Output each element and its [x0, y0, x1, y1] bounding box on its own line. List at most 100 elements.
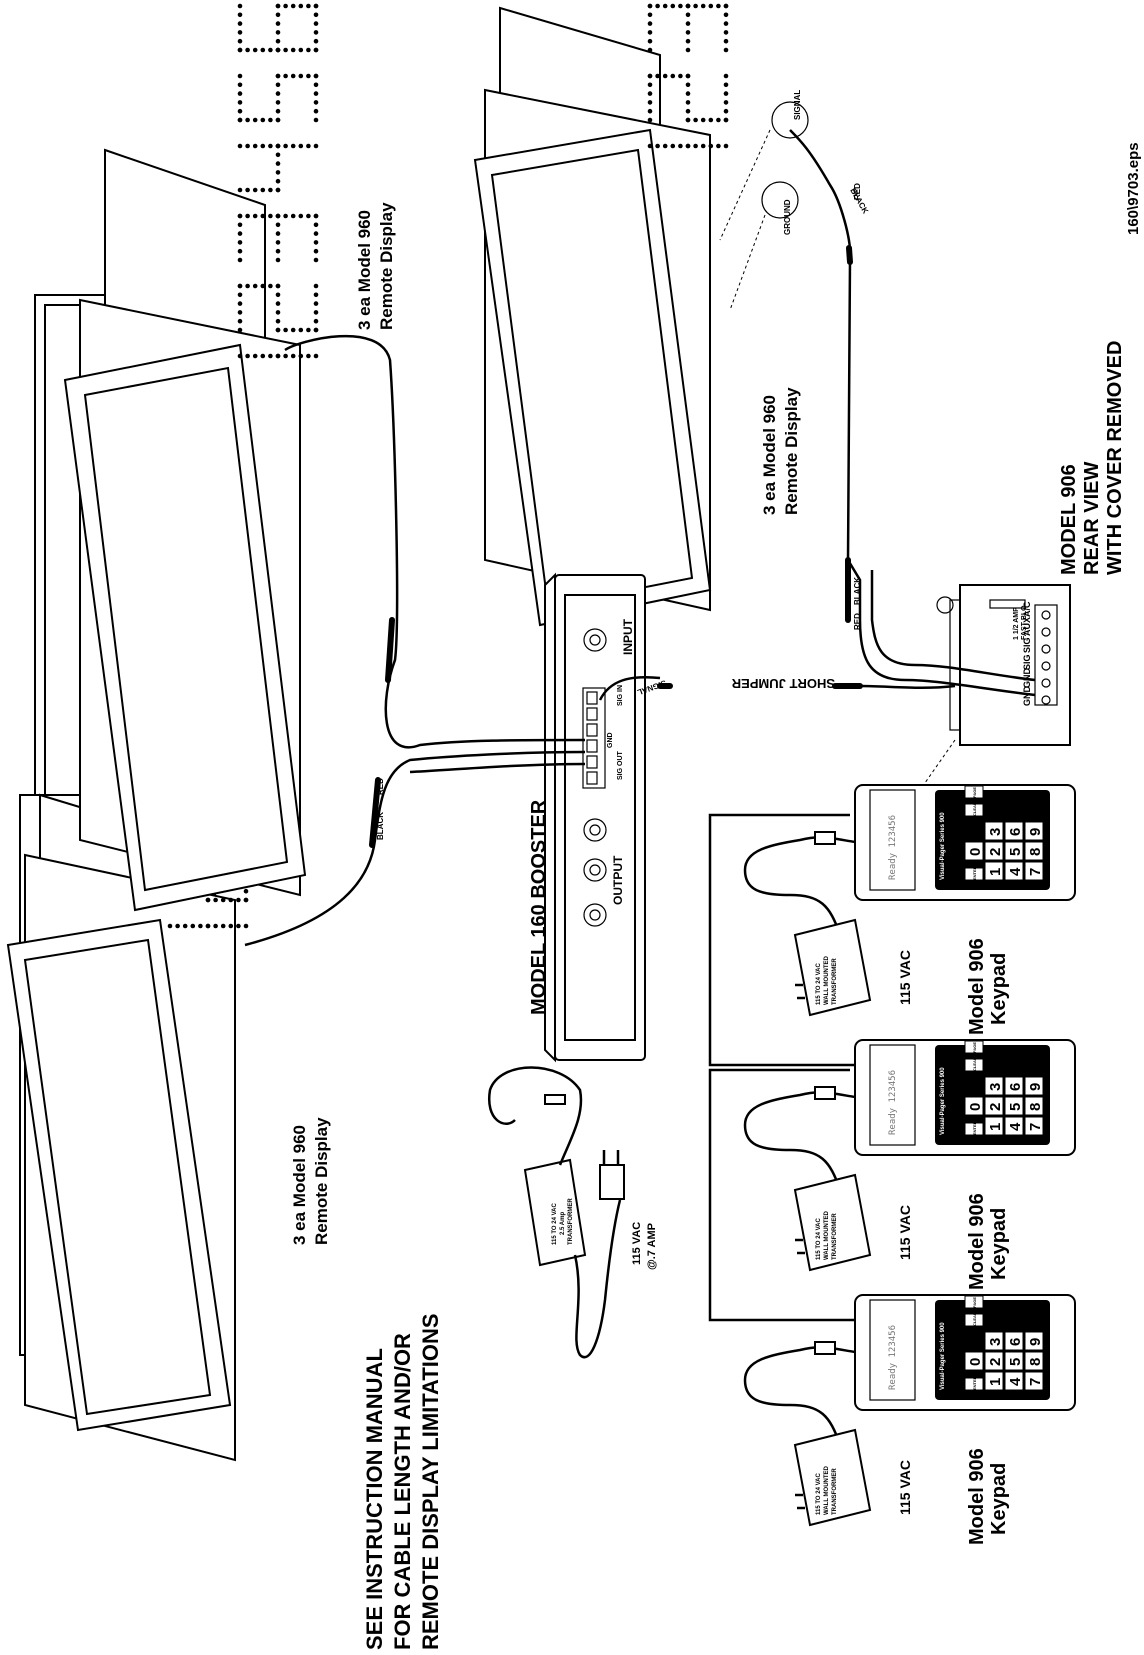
display-dot [678, 3, 683, 9]
output-jack-3[interactable] [583, 903, 607, 927]
display-dot [275, 240, 281, 245]
key-8[interactable] [1024, 1351, 1044, 1371]
key-enter[interactable] [964, 1377, 984, 1391]
display-digit-3 [237, 213, 319, 263]
display-dot [237, 117, 243, 123]
key-6[interactable] [1004, 821, 1024, 841]
key-label-9: 9 [1027, 1083, 1044, 1091]
display-dot [260, 143, 266, 149]
display-dot [290, 353, 296, 359]
display-dot [313, 292, 319, 298]
booster-terminal-strip[interactable] [582, 687, 606, 789]
display-dot [268, 117, 273, 123]
key-3[interactable] [984, 821, 1004, 841]
display-dot [685, 38, 691, 44]
display-dot [662, 143, 668, 149]
display-dot [298, 353, 304, 359]
display-dot [647, 38, 653, 44]
key-9[interactable] [1024, 821, 1044, 841]
key-2[interactable] [984, 1351, 1004, 1371]
keypad-brand: Visual-Pager Series 900 [940, 1322, 946, 1390]
display-dot [260, 117, 266, 123]
display-group-upper-left [63, 3, 319, 912]
display-dot [723, 47, 729, 53]
display-dot [662, 3, 668, 9]
display-dot [228, 897, 234, 903]
key-enter[interactable] [964, 1122, 984, 1136]
key-9[interactable] [1024, 1076, 1044, 1096]
output-jack-2[interactable] [583, 858, 607, 882]
key-page[interactable] [964, 785, 984, 799]
display-dot [245, 283, 250, 289]
display-dot [275, 327, 281, 333]
keypad-brand: Visual-Pager Series 900 [940, 812, 946, 880]
transformer-label-1: 115 TO 24 VAC [816, 1218, 822, 1260]
display-dot [275, 3, 281, 9]
key-label-1: 1 [987, 1123, 1004, 1131]
key-clear[interactable] [964, 1313, 984, 1327]
display-dot [198, 923, 203, 929]
key-8[interactable] [1024, 1096, 1044, 1116]
key-4[interactable] [1004, 1116, 1024, 1136]
key-3[interactable] [984, 1076, 1004, 1096]
display-dot [298, 47, 304, 53]
rear-terminal-block[interactable] [1034, 604, 1058, 706]
key-6[interactable] [1004, 1076, 1024, 1096]
display-dot [205, 923, 211, 929]
key-8[interactable] [1024, 841, 1044, 861]
display-digit-4 [237, 143, 319, 193]
input-jack[interactable] [583, 628, 607, 652]
key-5[interactable] [1004, 841, 1024, 861]
display-dot [290, 327, 296, 333]
key-clear[interactable] [964, 803, 984, 817]
key-7[interactable] [1024, 1371, 1044, 1391]
key-1[interactable] [984, 1371, 1004, 1391]
key-9[interactable] [1024, 1331, 1044, 1351]
display-dot [175, 923, 180, 929]
key-4[interactable] [1004, 1371, 1024, 1391]
key-7[interactable] [1024, 1116, 1044, 1136]
display-dot [237, 91, 243, 96]
display-dot [298, 3, 304, 9]
key-0[interactable] [964, 1351, 984, 1371]
display-dot [237, 82, 243, 88]
key-3[interactable] [984, 1331, 1004, 1351]
key-5[interactable] [1004, 1096, 1024, 1116]
key-label-4: 4 [1007, 1122, 1024, 1131]
key-2[interactable] [984, 841, 1004, 861]
display-dot [237, 240, 243, 245]
display-dot [647, 21, 653, 26]
key-4[interactable] [1004, 861, 1024, 881]
display-dot [723, 82, 729, 88]
display-dot [298, 327, 304, 333]
key-clear[interactable] [964, 1058, 984, 1072]
rear-terminal-1: A/C [1022, 601, 1032, 617]
key-5[interactable] [1004, 1351, 1024, 1371]
key-enter[interactable] [964, 867, 984, 881]
key-6[interactable] [1004, 1331, 1024, 1351]
key-label-8: 8 [1027, 848, 1044, 856]
key-page[interactable] [964, 1295, 984, 1309]
fuse-holder [989, 599, 1026, 609]
key-1[interactable] [984, 1116, 1004, 1136]
transformer-label-1: 115 TO 24 VAC [816, 963, 822, 1005]
key-1[interactable] [984, 861, 1004, 881]
key-7[interactable] [1024, 861, 1044, 881]
output-jack-1[interactable] [583, 818, 607, 842]
key-2[interactable] [984, 1096, 1004, 1116]
upper-display-group-label-1: 3 ea Model 960 [355, 210, 374, 330]
display-digit-5 [237, 73, 319, 123]
keypad-lcd [869, 789, 916, 891]
display-dot [708, 143, 714, 149]
key-0[interactable] [964, 1096, 984, 1116]
key-page[interactable] [964, 1040, 984, 1054]
keypad-power-label: 115 VAC [897, 950, 913, 1005]
display-dot [655, 143, 660, 149]
display-dot [237, 292, 243, 298]
display-dot [693, 143, 698, 149]
key-label-7: 7 [1027, 868, 1044, 876]
display-dot [236, 923, 241, 929]
display-dot [685, 30, 691, 35]
key-0[interactable] [964, 841, 984, 861]
display-dot [313, 310, 319, 315]
